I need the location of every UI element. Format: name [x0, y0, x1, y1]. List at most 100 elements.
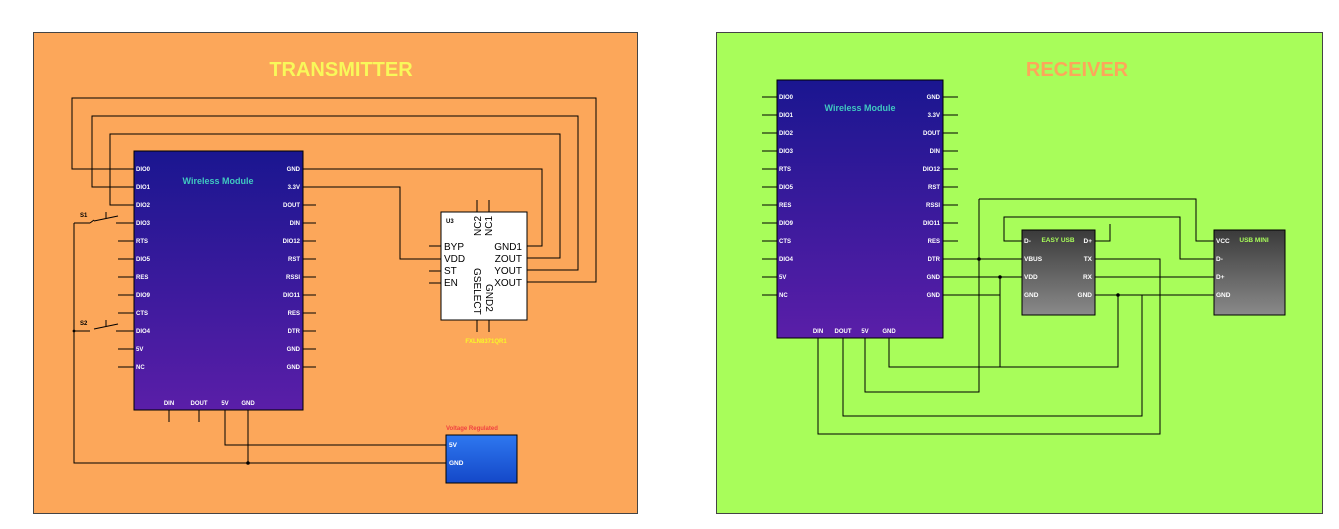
rx-pin-label: DOUT [835, 329, 852, 335]
tx-pin-label: DIO11 [283, 293, 301, 299]
rx-pin-label: DIN [930, 149, 940, 155]
rx-pin-label: RTS [779, 167, 791, 173]
tx-pin-label: GND [287, 167, 301, 173]
rx-pin-label: DIO3 [779, 149, 794, 155]
accel-pin-label: YOUT [494, 266, 522, 277]
accel-bottom-pin-labels: GSELECT GND2 [471, 268, 494, 315]
tx-pin-label: DOUT [191, 401, 208, 407]
tx-pin-label: DTR [288, 329, 301, 335]
rx-pin-label: DIO4 [779, 257, 794, 263]
tx-left-pin-labels: DIO0 DIO1 DIO2 DIO3 RTS DIO5 RES DIO9 CT… [136, 167, 151, 371]
tx-pin-label: DIO2 [136, 203, 151, 209]
regulator-label: Voltage Regulated [446, 426, 498, 432]
junction-dot [998, 275, 1002, 279]
usb-mini-label: USB MINI [1239, 237, 1268, 244]
rx-pin-label: RST [928, 185, 940, 191]
rx-pin-label: DIO0 [779, 95, 794, 101]
rx-module-pin-lines [762, 96, 958, 296]
accel-pin-label: ST [444, 266, 457, 277]
usb-mini-pin-label: D- [1216, 256, 1223, 263]
rx-left-pin-labels: DIO0 DIO1 DIO2 DIO3 RTS DIO5 RES DIO9 CT… [779, 95, 794, 299]
tx-pin-label: DIO0 [136, 167, 151, 173]
tx-pin-label: RTS [136, 239, 148, 245]
accel-pin-label: NC1 [484, 216, 495, 236]
accel-pin-label: ZOUT [495, 254, 522, 265]
rx-pin-label: DIO12 [923, 167, 941, 173]
tx-pin-label: DIO9 [136, 293, 151, 299]
rx-module-label: Wireless Module [825, 103, 896, 113]
accel-pin-label: VDD [444, 254, 465, 265]
easy-usb-pin-label: VDD [1024, 274, 1038, 281]
junction-dot [246, 461, 250, 465]
rx-pin-label: 5V [779, 275, 786, 281]
tx-pin-label: DIO3 [136, 221, 151, 227]
accel-right-pin-labels: GND1 ZOUT YOUT XOUT [494, 242, 522, 289]
rx-pin-label: DIO1 [779, 113, 794, 119]
junction-dot [72, 329, 76, 333]
receiver-wires [817, 198, 1214, 435]
tx-pin-label: 5V [136, 347, 143, 353]
accel-ref-label: U3 [446, 219, 454, 225]
easy-usb-label: EASY USB [1041, 237, 1074, 244]
usb-mini-pin-label: GND [1216, 292, 1231, 299]
rx-pin-label: DIN [813, 329, 823, 335]
easy-usb-pin-label: GND [1024, 292, 1039, 299]
tx-pin-label: 5V [221, 401, 228, 407]
rx-pin-label: DIO5 [779, 185, 794, 191]
rx-pin-label: NC [779, 293, 788, 299]
accel-pin-label: GSELECT [471, 268, 482, 315]
tx-pin-label: DIO4 [136, 329, 151, 335]
rx-pin-label: RSSI [926, 203, 940, 209]
easy-usb-pin-label: D+ [1084, 238, 1093, 245]
tx-pin-label: RES [288, 311, 300, 317]
easy-usb-right-pin-labels: D+ TX RX GND [1078, 238, 1093, 299]
rx-pin-label: GND [927, 95, 941, 101]
rx-pin-label: GND [927, 275, 941, 281]
easy-usb-left-pin-labels: D- VBUS VDD GND [1024, 238, 1043, 299]
accel-pin-lines [429, 245, 539, 284]
rx-pin-label: 5V [861, 329, 868, 335]
tx-bottom-pin-labels: DIN DOUT 5V GND [164, 401, 256, 407]
usb-mini-pin-label: D+ [1216, 274, 1225, 281]
tx-pin-label: RSSI [286, 275, 300, 281]
rx-right-pin-labels: GND 3.3V DOUT DIN DIO12 RST RSSI DIO11 R… [923, 95, 941, 299]
accel-pin-label: EN [444, 278, 458, 289]
easy-usb-pin-label: D- [1024, 238, 1031, 245]
rx-pin-label: RES [779, 203, 791, 209]
tx-pin-label: DIO12 [283, 239, 301, 245]
switch-s2-label: S2 [80, 321, 88, 327]
rx-pin-label: DIO11 [923, 221, 941, 227]
receiver-title: RECEIVER [1026, 59, 1129, 81]
regulator-pin-label: 5V [449, 442, 458, 449]
tx-pin-label: RST [288, 257, 300, 263]
rx-pin-label: RES [928, 239, 940, 245]
usb-mini-pin-label: VCC [1216, 238, 1230, 245]
easy-usb-pin-label: RX [1083, 274, 1093, 281]
tx-pin-label: DIN [290, 221, 300, 227]
tx-right-pin-labels: GND 3.3V DOUT DIN DIO12 RST RSSI DIO11 R… [283, 167, 301, 371]
tx-module-label: Wireless Module [183, 176, 254, 186]
accel-pin-label: GND2 [483, 284, 494, 312]
tx-pin-label: RES [136, 275, 148, 281]
accel-pin-label: XOUT [494, 278, 522, 289]
rx-pin-label: DIO9 [779, 221, 794, 227]
usb-mini-connector [1213, 229, 1286, 316]
rx-pin-label: GND [882, 329, 896, 335]
tx-pin-label: DOUT [283, 203, 300, 209]
voltage-regulator [445, 434, 518, 484]
transmitter-title: TRANSMITTER [269, 59, 413, 81]
tx-pin-label: GND [287, 347, 301, 353]
usb-mini-pin-labels: VCC D- D+ GND [1216, 238, 1231, 299]
accel-pin-label: BYP [444, 242, 464, 253]
rx-pin-label: DOUT [923, 131, 940, 137]
accel-top-pin-labels: NC2 NC1 [473, 216, 495, 236]
rx-pin-label: GND [927, 293, 941, 299]
tx-pin-label: GND [287, 365, 301, 371]
junction-dot [1116, 293, 1120, 297]
tx-wireless-module [133, 150, 304, 411]
tx-pin-label: GND [241, 401, 255, 407]
accel-left-pin-labels: BYP VDD ST EN [444, 242, 465, 289]
accel-pin-label: NC2 [473, 216, 484, 236]
easy-usb-pin-label: VBUS [1024, 256, 1043, 263]
